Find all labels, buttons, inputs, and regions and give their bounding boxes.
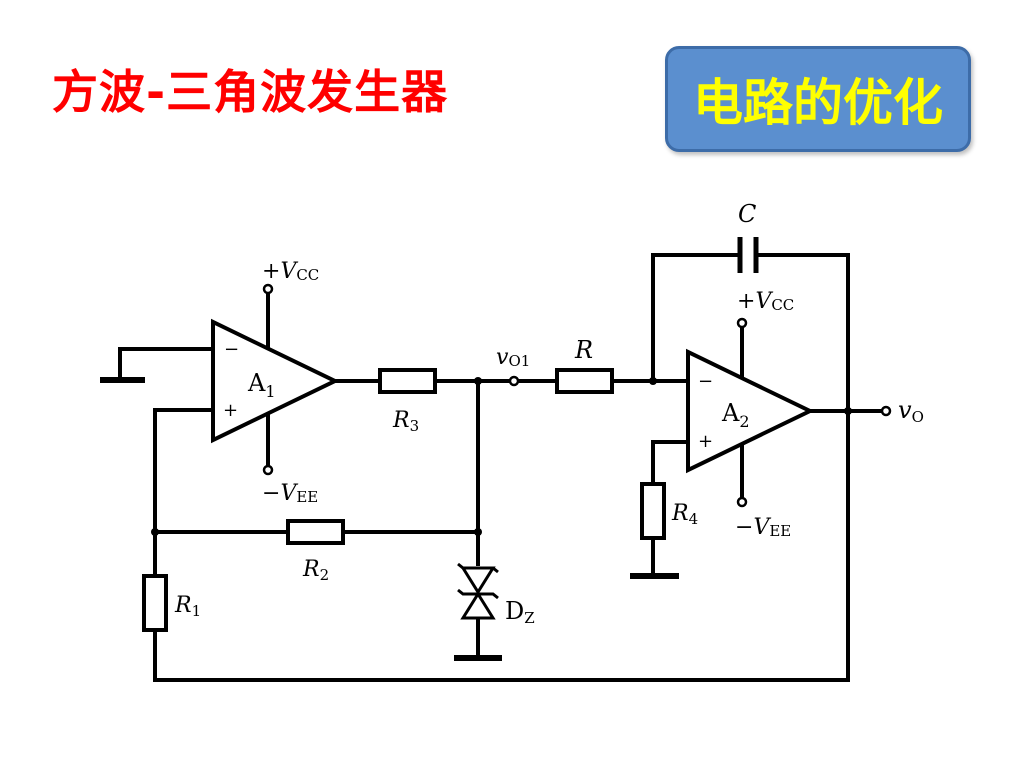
vo-terminal: [880, 405, 892, 417]
resistor-r: [555, 368, 614, 394]
capacitor-c: [651, 237, 850, 412]
a1-vee-pin: [262, 414, 274, 476]
output-feedback-wire: [153, 411, 850, 682]
node-r2-dz: [474, 528, 482, 536]
opamp-a1-inverting-sign: −: [224, 339, 239, 360]
a2-vcc-label: +VCC: [737, 289, 794, 314]
a2-vcc-pin: [736, 317, 748, 378]
a1-vee-label: −VEE: [262, 481, 318, 506]
opamp-a1-label: A1: [247, 369, 276, 401]
opamp-a2-label: A2: [721, 399, 750, 431]
circuit-optimization-button[interactable]: 电路的优化: [665, 46, 971, 152]
zener-dz-label: DZ: [505, 597, 535, 627]
opamp-a1-noninverting-sign: +: [223, 400, 238, 421]
circuit-optimization-label: 电路的优化: [693, 74, 943, 132]
slide-title: 方波-三角波发生器: [52, 65, 449, 119]
resistor-r1: [142, 574, 168, 632]
vo-label: vO: [898, 396, 924, 426]
a2-vee-pin: [736, 444, 748, 508]
a2-vee-label: −VEE: [735, 515, 791, 540]
vo1-terminal: [508, 375, 520, 387]
zener-diode-dz: [454, 381, 502, 661]
opamp-a2-noninverting-sign: +: [698, 431, 713, 452]
opamp-a2-inverting-sign: −: [698, 371, 713, 392]
vo1-label: vO1: [496, 345, 530, 370]
resistor-r-label: R: [574, 336, 593, 364]
a1-vcc-label: +VCC: [262, 259, 319, 284]
resistor-r2-label: R2: [302, 557, 329, 584]
resistor-r4-label: R4: [671, 501, 698, 528]
capacitor-c-label: C: [738, 200, 756, 228]
a1-vcc-pin: [262, 283, 274, 348]
a1-noninverting-wire: [153, 408, 213, 532]
resistor-r3: [378, 368, 437, 394]
a1-inverting-ground-wire: [100, 347, 213, 383]
opamp-a1: A1 − +: [211, 318, 340, 444]
resistor-r1-label: R1: [174, 593, 201, 620]
opamp-a2: A2 − +: [686, 348, 815, 474]
resistor-r3-label: R3: [392, 408, 419, 435]
resistor-r4: [630, 440, 688, 579]
resistor-r2: [286, 519, 345, 545]
